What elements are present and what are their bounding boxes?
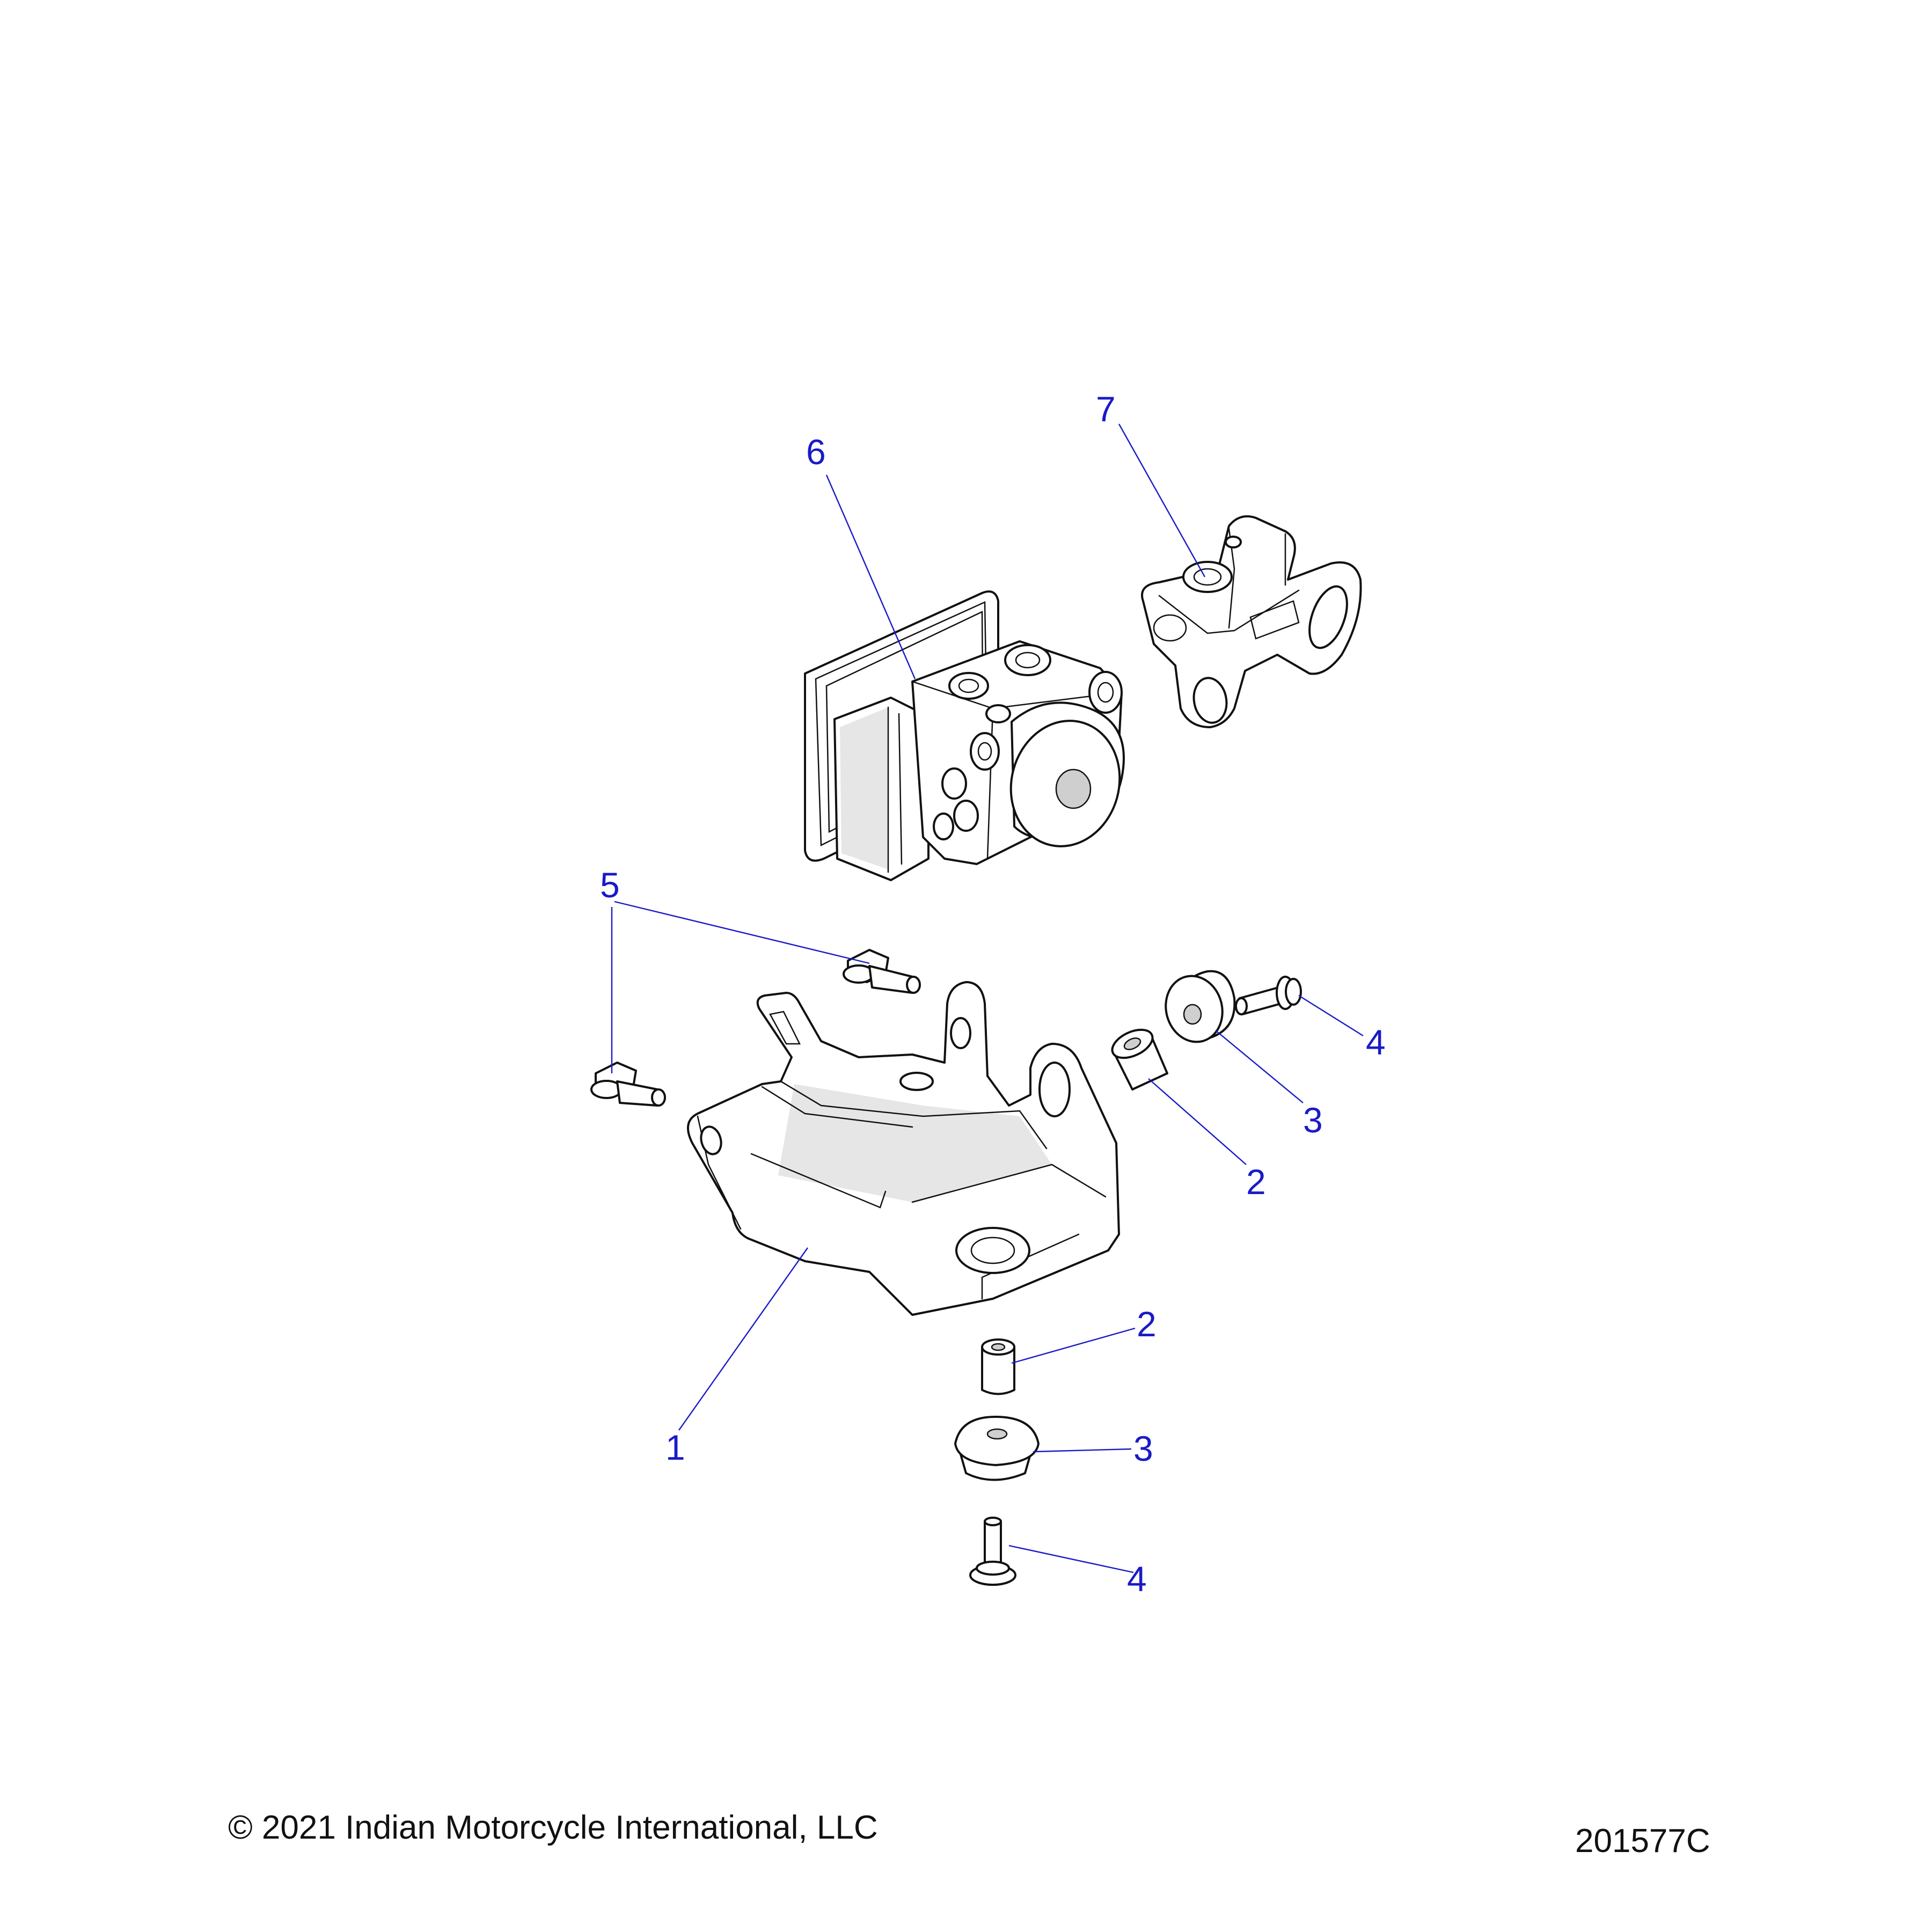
part-4-bolt-lower[interactable] — [969, 1517, 1016, 1586]
leader-4a — [1298, 994, 1364, 1037]
callout-4-lower: 4 — [1127, 1559, 1147, 1599]
leader-2b — [1011, 1327, 1136, 1364]
leader-3a — [1215, 1030, 1304, 1103]
leader-4b — [1008, 1545, 1134, 1574]
drawing-number: 201577C — [1575, 1823, 1710, 1860]
part-4-bolt-upper[interactable] — [1235, 976, 1302, 1015]
part-3-grommet-upper[interactable] — [1159, 970, 1236, 1049]
leader-6 — [825, 474, 916, 679]
part-6-abs-modulator[interactable] — [804, 590, 1133, 881]
part-5-flange-bolt-upper[interactable] — [843, 949, 921, 994]
leader-5a — [614, 901, 870, 964]
part-5-flange-bolt-lower[interactable] — [590, 1062, 666, 1107]
callout-7: 7 — [1096, 389, 1116, 429]
leader-lines — [611, 423, 1364, 1574]
callout-3-lower: 3 — [1133, 1429, 1153, 1468]
callout-1: 1 — [665, 1428, 685, 1467]
copyright-notice: © 2021 Indian Motorcycle International, … — [228, 1809, 878, 1846]
leader-7 — [1118, 423, 1206, 577]
leader-2a — [1148, 1078, 1247, 1165]
callout-5: 5 — [600, 865, 620, 905]
callout-labels: 1 2 2 3 3 4 4 5 6 7 — [600, 389, 1386, 1599]
callout-4-upper: 4 — [1366, 1022, 1386, 1062]
callout-6: 6 — [806, 432, 826, 472]
part-1-mounting-plate[interactable] — [687, 981, 1120, 1316]
leader-3b — [1033, 1448, 1132, 1453]
callout-2-upper: 2 — [1246, 1162, 1266, 1202]
leader-1 — [678, 1247, 808, 1431]
part-7-mounting-bracket[interactable] — [1141, 515, 1362, 728]
callout-3-upper: 3 — [1303, 1100, 1323, 1140]
part-2-spacer-lower[interactable] — [981, 1338, 1015, 1395]
part-3-grommet-lower[interactable] — [954, 1416, 1040, 1481]
part-2-spacer-upper[interactable] — [1108, 1024, 1168, 1091]
callout-2-lower: 2 — [1137, 1304, 1157, 1344]
